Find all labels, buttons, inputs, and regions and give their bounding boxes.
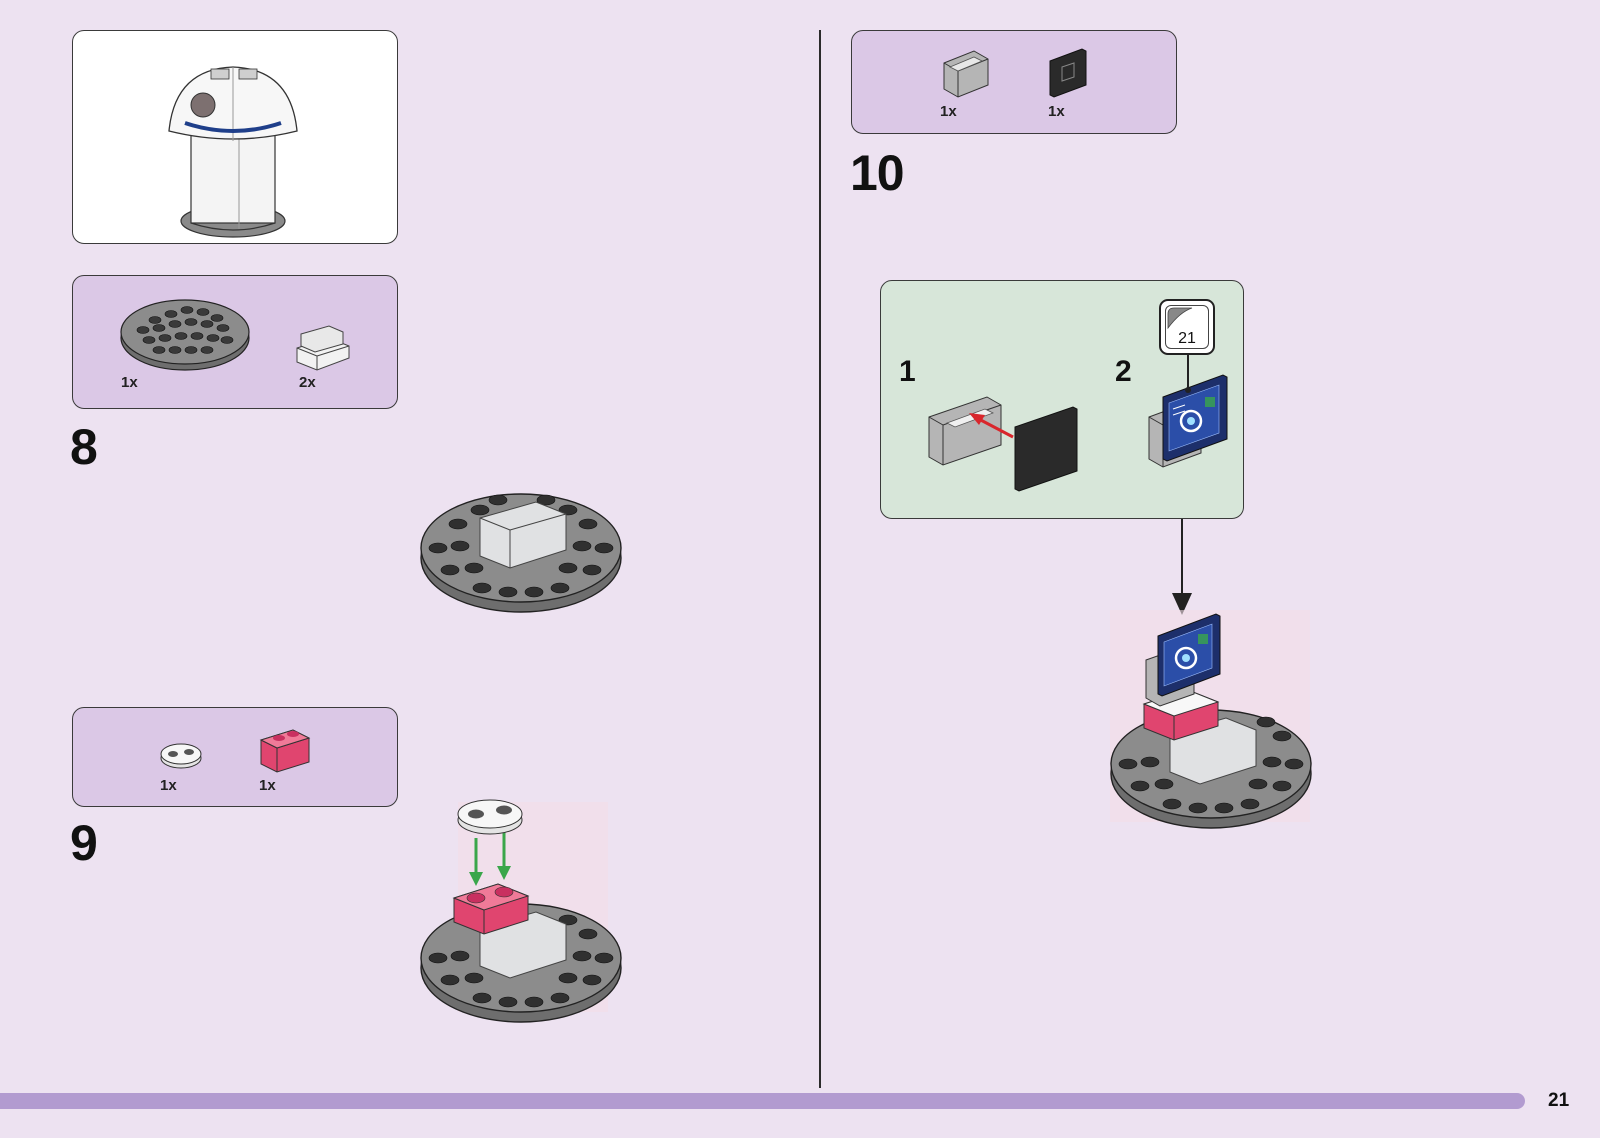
page-number: 21 (1548, 1090, 1569, 1112)
substep-1-number: 1 (899, 355, 916, 389)
attach-down-arrow (1170, 519, 1194, 617)
step9-number: 9 (70, 814, 97, 872)
substep-2-number: 2 (1115, 355, 1132, 389)
step8-parts-box: 1x 2x (72, 275, 398, 409)
step10-model-computer-desk-icon (1106, 608, 1316, 828)
step8-number: 8 (70, 418, 97, 476)
sticker-number: 21 (1161, 330, 1213, 348)
step9-model-add-brick-and-plate-icon (418, 802, 624, 1026)
step10-parts-box: 1x 1x (851, 30, 1177, 134)
brick-1x2-pink-icon (259, 726, 311, 774)
step10-number: 10 (850, 144, 904, 202)
step8-part1-qty: 1x (121, 374, 138, 391)
step9-part2-qty: 1x (259, 777, 276, 794)
substep-1-attach-tile-icon (927, 387, 1087, 497)
step10-part1-qty: 1x (940, 103, 957, 120)
finished-dome-model-icon (163, 61, 303, 251)
page-divider (819, 30, 821, 1088)
step9-part1-qty: 1x (160, 777, 177, 794)
preview-box (72, 30, 398, 244)
bottom-bar (0, 1093, 1525, 1109)
step10-part2-qty: 1x (1048, 103, 1065, 120)
sticker-callout: 21 (1159, 299, 1215, 355)
step9-parts-box: 1x 1x (72, 707, 398, 807)
step8-part2-qty: 2x (299, 374, 316, 391)
tile-2x2-black-icon (1048, 47, 1088, 99)
bench-1x2-transparent-icon (295, 326, 351, 372)
slope-panel-light-grey-icon (940, 45, 992, 99)
round-plate-8x8-dark-grey-icon (119, 288, 251, 376)
plate-1x2-white-icon (159, 742, 203, 770)
step8-model-plate-with-bench-icon (418, 484, 624, 618)
sticker-pointer-line (1185, 355, 1191, 395)
